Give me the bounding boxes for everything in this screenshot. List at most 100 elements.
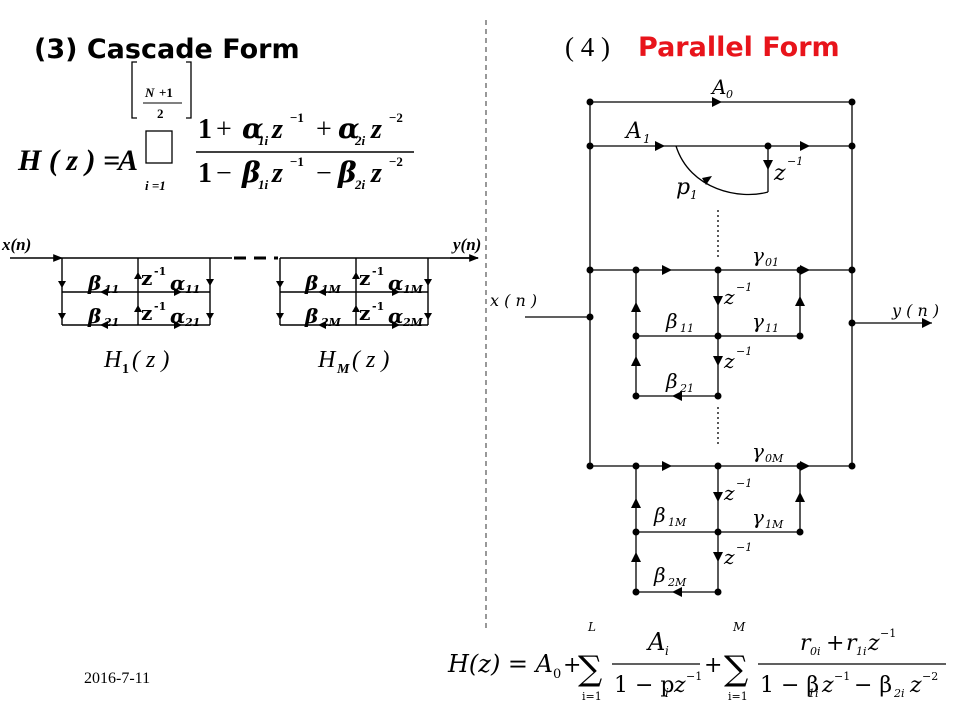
sec1-down-arrow-2 <box>134 305 142 312</box>
sec1-up-arrow-2 <box>58 313 66 320</box>
secM-label-arg: ( z ) <box>352 347 389 373</box>
beta11-label: β <box>665 309 678 333</box>
secM-delay-arrow-2 <box>713 552 723 562</box>
parallel-input-label: x ( n ) <box>490 291 537 310</box>
secM-top-arrow-1 <box>662 461 672 471</box>
pf-f2-r0: r <box>800 631 812 656</box>
cascade-input-label: x(n) <box>1 235 31 254</box>
cascade-formula: H ( z ) = A N +1 2 i =1 1 + α 1i z −1 + … <box>17 61 414 193</box>
den-beta-2: β <box>337 156 357 189</box>
slide-date: 2016-7-11 <box>84 670 150 687</box>
ceil-bracket-right <box>186 61 192 119</box>
secM-left-arrow <box>672 587 682 597</box>
cascade-flow-graph: x(n) y(n) <box>1 235 481 329</box>
pf-sum2-glyph: ∑ <box>724 649 748 689</box>
gamma0M-label: γ <box>752 439 764 463</box>
pf-f2-den-b2-sub: 2i <box>893 687 905 700</box>
parallel-formula: H(z) = A 0 + L ∑ i=1 A i 1 − p i z −1 + … <box>447 620 946 703</box>
num-one: 1 <box>198 114 212 145</box>
sec1-top-arrow-2 <box>800 265 810 275</box>
secM-down-arrow-1 <box>352 272 360 279</box>
den-exp-2: −2 <box>389 154 403 169</box>
sec1-beta-bot-sub: 21 <box>103 316 119 329</box>
a1-arrow-1 <box>655 141 665 151</box>
pf-sum2-bot: i=1 <box>728 690 748 703</box>
a1-arrow-2 <box>800 141 810 151</box>
num-alpha-2-sub: 2i <box>354 133 366 148</box>
secM-up-arrow-a <box>631 498 641 508</box>
sec1-delay-2-exp: -1 <box>154 300 166 313</box>
num-alpha-2: α <box>338 112 360 145</box>
prod-upper-n: N <box>144 85 155 100</box>
sec1-delay2-exp: −1 <box>736 345 752 358</box>
p1-label-sub: 1 <box>690 188 698 202</box>
sec1-alpha-bot-sub: 21 <box>184 316 200 329</box>
secM-beta-top: β <box>304 271 318 295</box>
cascade-section-labels: H 1 ( z ) H M ( z ) <box>103 347 389 377</box>
num-alpha-1: α <box>242 112 264 145</box>
pf-sum1-bot: i=1 <box>582 690 602 703</box>
parallel-nodes <box>586 98 856 596</box>
pf-f1-den-sub: i <box>665 686 669 700</box>
secM-left-arrow-2 <box>318 321 326 329</box>
a1-delay-arrow <box>763 160 773 170</box>
den-beta-1: β <box>241 156 261 189</box>
sec1-left-arrow <box>672 391 682 401</box>
secM-beta-bot: β <box>304 304 318 328</box>
sec1-alpha-top-sub: 11 <box>185 283 200 296</box>
sec1-up-arrow-1 <box>58 281 66 288</box>
ceil-bracket-left <box>131 61 137 119</box>
secM-label-sub: M <box>336 362 350 377</box>
den-exp-1: −1 <box>290 154 304 169</box>
secM-left-arrow-1 <box>318 288 326 296</box>
pf-f2-den-exp2: −2 <box>922 670 938 683</box>
num-plus-2: + <box>316 114 332 145</box>
secM-delay2-exp: −1 <box>736 541 752 554</box>
pf-f2-num-z: z <box>867 631 880 656</box>
gamma1M-label: γ <box>752 505 764 529</box>
secM-right-arrow-2 <box>392 321 400 329</box>
sec1-up-arrow-4 <box>206 313 214 320</box>
sec1-right-arrow-2 <box>174 321 182 329</box>
den-beta-1-sub: 1i <box>258 177 269 192</box>
gamma01-label: γ <box>752 243 764 267</box>
sec1-top-arrow-1 <box>662 265 672 275</box>
sec1-beta-top-sub: 11 <box>104 283 119 296</box>
num-z-2: z <box>370 114 382 145</box>
sec1-delay-2: z <box>141 301 152 325</box>
pf-sum1-glyph: ∑ <box>578 649 602 689</box>
cascade-formula-gain: A <box>116 144 138 177</box>
sec1-alpha-top: α <box>170 271 185 295</box>
pf-f2-den-exp1: −1 <box>834 670 850 683</box>
cascade-section-M <box>276 258 432 329</box>
parallel-output-label: y ( n ) <box>891 301 939 320</box>
a0-label-sub: 0 <box>726 88 733 101</box>
sec1-right-arrow-1 <box>174 288 182 296</box>
pf-f2-plus: + <box>826 631 844 656</box>
pf-plus-1: + <box>563 653 581 678</box>
secM-delay-1-exp: -1 <box>372 265 384 278</box>
pf-sum2-top: M <box>732 620 746 634</box>
secM-delay-arrow-1 <box>713 492 723 502</box>
sec1-label-arg: ( z ) <box>132 347 169 373</box>
cascade-title: (3) Cascade Form <box>34 34 300 65</box>
secM-beta-bot-sub: 2M <box>320 316 342 329</box>
cascade-coefficient-labels: β 11 β 21 z -1 z -1 α 11 α 21 β 1M β 2M … <box>87 265 424 329</box>
parallel-flow-graph <box>525 97 932 597</box>
pf-f2-r1-sub: 1i <box>856 645 867 658</box>
prod-lower: i =1 <box>145 178 166 193</box>
pf-plus-2: + <box>704 653 722 678</box>
pf-f1-den-z: z <box>673 673 686 698</box>
parallel-title: Parallel Form <box>638 32 840 63</box>
prod-upper-den: 2 <box>157 106 164 121</box>
pf-f2-den-minus: − β <box>854 673 892 698</box>
beta1M-label: β <box>653 503 666 527</box>
sec1-delay-1-exp: -1 <box>154 265 166 278</box>
cascade-output-label: y(n) <box>451 235 481 254</box>
secM-alpha-bot-sub: 2M <box>402 316 424 329</box>
secM-delay1-label: z <box>723 481 735 505</box>
sec1-delay-arrow-1 <box>713 296 723 306</box>
beta21-sub: 21 <box>679 382 694 395</box>
gamma11-label: γ <box>752 309 764 333</box>
